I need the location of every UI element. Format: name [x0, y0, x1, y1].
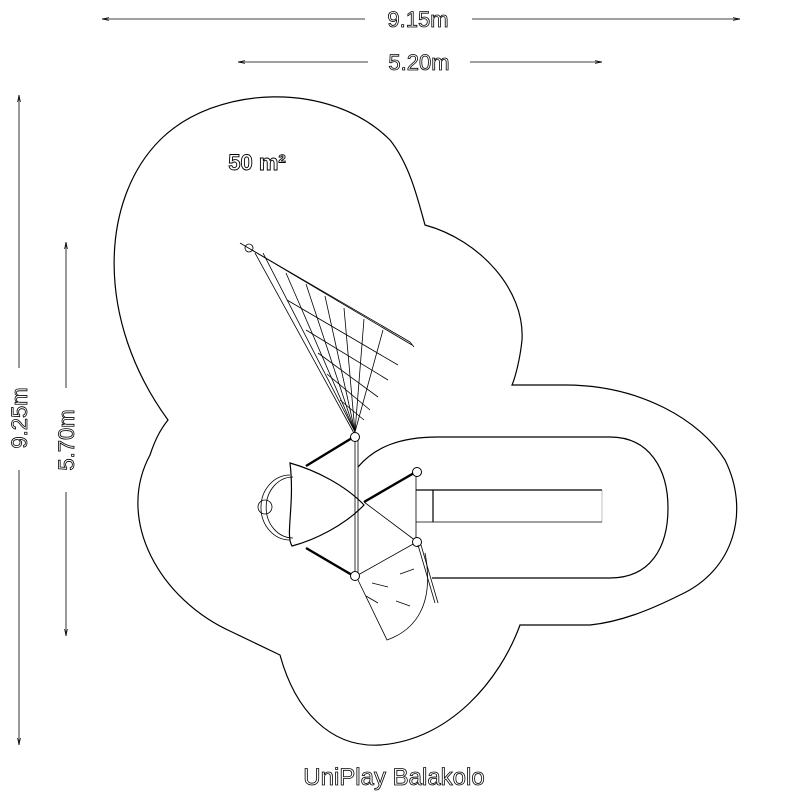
overall-width-label: 9.15m	[387, 7, 448, 32]
equipment-width-label: 5.20m	[388, 50, 449, 75]
slide	[416, 489, 603, 523]
dimension-equipment-depth: 5.70m	[54, 242, 79, 636]
area-label: 50 m²	[228, 150, 285, 175]
post	[412, 537, 422, 547]
post	[350, 571, 360, 581]
roof-panel	[288, 462, 365, 547]
post	[350, 432, 360, 442]
dimension-equipment-width: 5.20m	[238, 50, 602, 75]
equipment-depth-label: 5.70m	[54, 409, 79, 470]
slide-zone-outline	[357, 436, 669, 579]
climbing-net	[239, 242, 415, 436]
product-name: UniPlay Balakolo	[303, 764, 484, 791]
play-tower	[257, 432, 422, 581]
overall-depth-label: 9.25m	[7, 387, 32, 448]
post	[412, 467, 422, 477]
safety-zone-outline	[113, 96, 738, 746]
climbing-wall	[357, 544, 439, 641]
dimension-overall-depth: 9.25m	[7, 95, 32, 745]
dimension-overall-width: 9.15m	[102, 7, 740, 32]
